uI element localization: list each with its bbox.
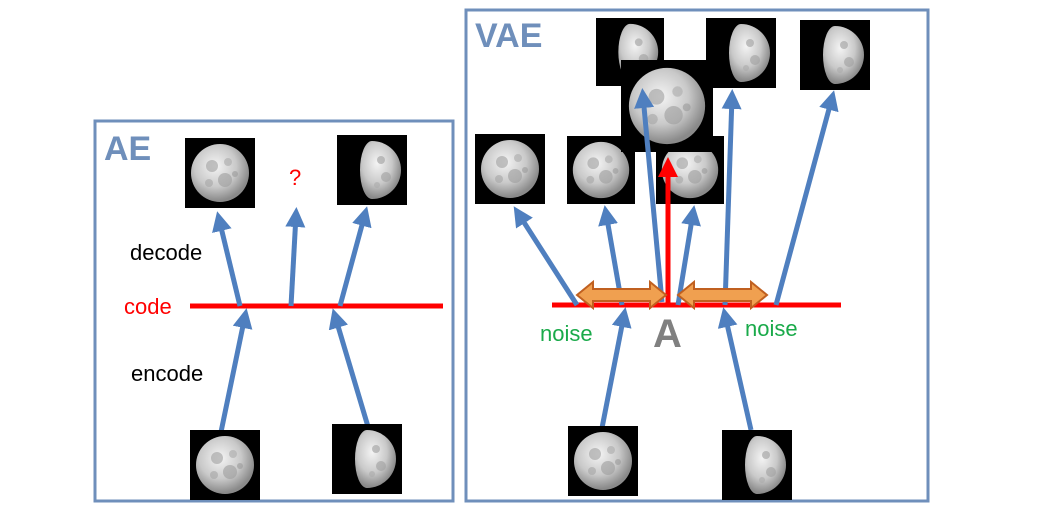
ae-encode-arrow-half [328, 308, 372, 431]
vae-encode-arrow-half [717, 307, 754, 431]
half-moon-icon [337, 135, 407, 205]
full-moon-icon [190, 430, 260, 500]
ae-encode-label: encode [131, 361, 203, 386]
half-moon-icon [722, 430, 792, 500]
vae-encode-arrow-full [599, 307, 632, 429]
vae-decode-arrow-4 [675, 205, 701, 306]
vae-title: VAE [475, 17, 542, 55]
full-moon-icon [185, 138, 255, 208]
half-moon-icon [332, 424, 402, 494]
vae-point-a-label: A [653, 312, 682, 356]
full-moon-icon [568, 426, 638, 496]
noise-double-arrow-left [575, 279, 668, 311]
noise-double-arrow-right [676, 279, 769, 311]
vae-noise-label-right: noise [745, 316, 798, 341]
ae-encode-arrow-full [218, 308, 253, 433]
half-moon-icon [800, 20, 870, 90]
vae-panel: VAE noise noise A [464, 8, 930, 503]
vae-decode-arrow-3 [634, 88, 665, 303]
ae-decode-arrow-full [212, 211, 243, 307]
ae-decode-arrow-half [337, 206, 372, 307]
ae-panel-border [93, 119, 455, 503]
ae-decode-label: decode [130, 240, 202, 265]
full-moon-icon [475, 134, 545, 204]
vae-decode-arrow-1 [513, 206, 580, 307]
half-moon-icon [706, 18, 776, 88]
ae-panel: AE ? decode code encode [93, 119, 455, 503]
full-moon-icon [621, 60, 713, 152]
ae-question-mark: ? [289, 165, 301, 190]
vae-noise-label-left: noise [540, 321, 593, 346]
vae-decode-arrow-5 [721, 89, 742, 306]
ae-title: AE [104, 130, 151, 168]
vae-panel-border [464, 8, 930, 503]
ae-decode-arrow-unknown [285, 207, 306, 307]
ae-code-label: code [124, 294, 172, 319]
vae-decode-arrow-6 [773, 90, 839, 306]
